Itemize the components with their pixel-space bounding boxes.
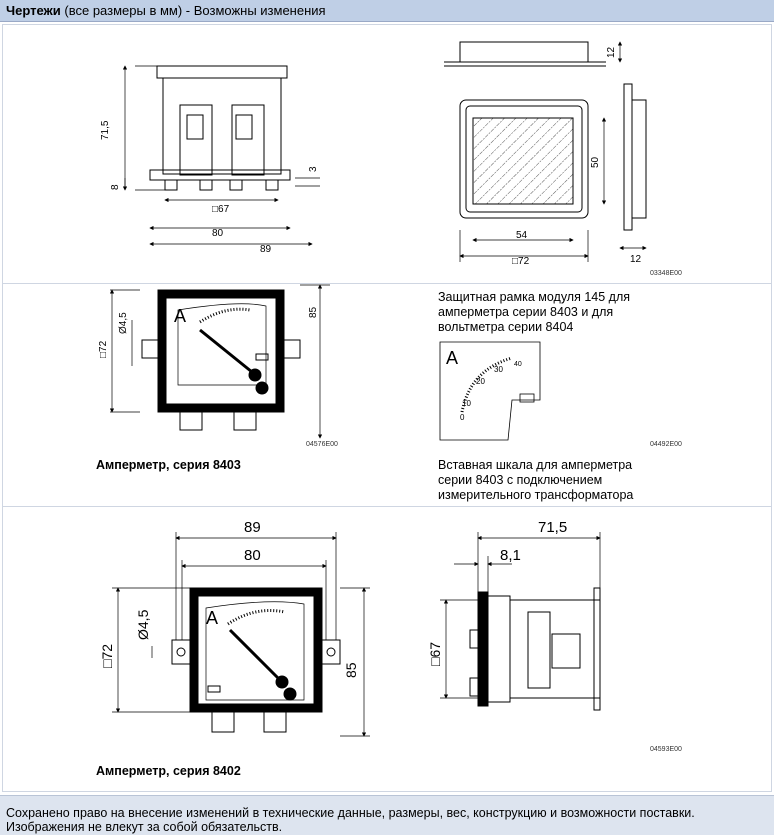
drawing-bottom-left — [112, 532, 370, 737]
plug-scale-line-2: серии 8403 с подключением — [438, 473, 603, 487]
dim-89-bottom: 89 — [244, 519, 261, 536]
meter-8402-letter: A — [206, 608, 218, 628]
dim-sq67-bottom: □67 — [427, 642, 443, 666]
dim-d4-5-mid: Ø4,5 — [118, 312, 129, 334]
footer-line-2: Изображения не влекут за собой обязатель… — [6, 820, 283, 834]
dim-sq72: □72 — [512, 256, 530, 267]
drawing-bottom-right — [440, 532, 601, 711]
dim-71-5-bottom: 71,5 — [538, 519, 567, 536]
dim-3: 3 — [308, 166, 319, 172]
plug-scale-text: Вставная шкала для амперметра серии 8403… — [438, 458, 633, 503]
dim-85-bottom: 85 — [343, 662, 359, 678]
caption-8403: Амперметр, серия 8403 — [96, 458, 241, 472]
drawing-top-right — [444, 41, 647, 262]
dim-12-top: 12 — [606, 46, 617, 58]
drawing-top-left — [122, 65, 320, 247]
protect-frame-text: Защитная рамка модуля 145 для амперметра… — [438, 290, 630, 335]
drawing-code-mid-right: 04492E00 — [650, 441, 682, 448]
plug-scale-line-3: измерительного трансформатора — [438, 488, 634, 502]
caption-8402: Амперметр, серия 8402 — [96, 764, 241, 778]
dim-sq67: □67 — [212, 204, 230, 215]
drawing-code-bottom-right: 04593E00 — [650, 746, 682, 753]
footer-line-1: Сохранено право на внесение изменений в … — [6, 806, 695, 820]
dim-89: 89 — [260, 244, 272, 255]
drawing-mid-right — [439, 341, 541, 441]
dim-85-mid: 85 — [308, 306, 319, 318]
dim-12-side: 12 — [630, 254, 642, 265]
dim-8: 8 — [110, 184, 121, 190]
page-footer: Сохранено право на внесение изменений в … — [0, 795, 774, 835]
dim-54: 54 — [516, 230, 528, 241]
dim-8-1-bottom: 8,1 — [500, 547, 521, 564]
drawing-code-top-right: 03348E00 — [650, 270, 682, 277]
drawing-code-mid-left: 04576E00 — [306, 441, 338, 448]
protect-frame-line-3: вольтметра серии 8404 — [438, 320, 574, 334]
drawing-mid-left — [109, 284, 330, 439]
header-title-rest: (все размеры в мм) - Возможны изменения — [60, 3, 326, 18]
dim-sq72-bottom: □72 — [99, 644, 115, 668]
header-title-bold: Чертежи — [6, 3, 61, 18]
scale-label-10: 10 — [462, 399, 471, 408]
protect-frame-line-2: амперметра серии 8403 и для — [438, 305, 614, 319]
page-header: Чертежи (все размеры в мм) - Возможны из… — [0, 0, 774, 22]
protect-frame-line-1: Защитная рамка модуля 145 для — [438, 290, 631, 304]
plug-scale-line-1: Вставная шкала для амперметра — [438, 458, 633, 472]
dim-sq72-mid: □72 — [98, 340, 109, 358]
meter-8403-letter: A — [174, 306, 186, 326]
dim-80-bottom: 80 — [244, 547, 261, 564]
scale-label-20: 20 — [476, 377, 485, 386]
dim-d4-5-bottom: Ø4,5 — [135, 609, 151, 640]
panel-frame-bottom — [2, 506, 772, 792]
dim-71-5: 71,5 — [100, 120, 111, 140]
scale-label-40: 40 — [514, 361, 522, 368]
scale-label-0: 0 — [460, 413, 465, 422]
scale-label-30: 30 — [494, 365, 503, 374]
dim-50: 50 — [590, 156, 601, 168]
scale-letter: A — [446, 348, 458, 368]
dim-80: 80 — [212, 228, 224, 239]
